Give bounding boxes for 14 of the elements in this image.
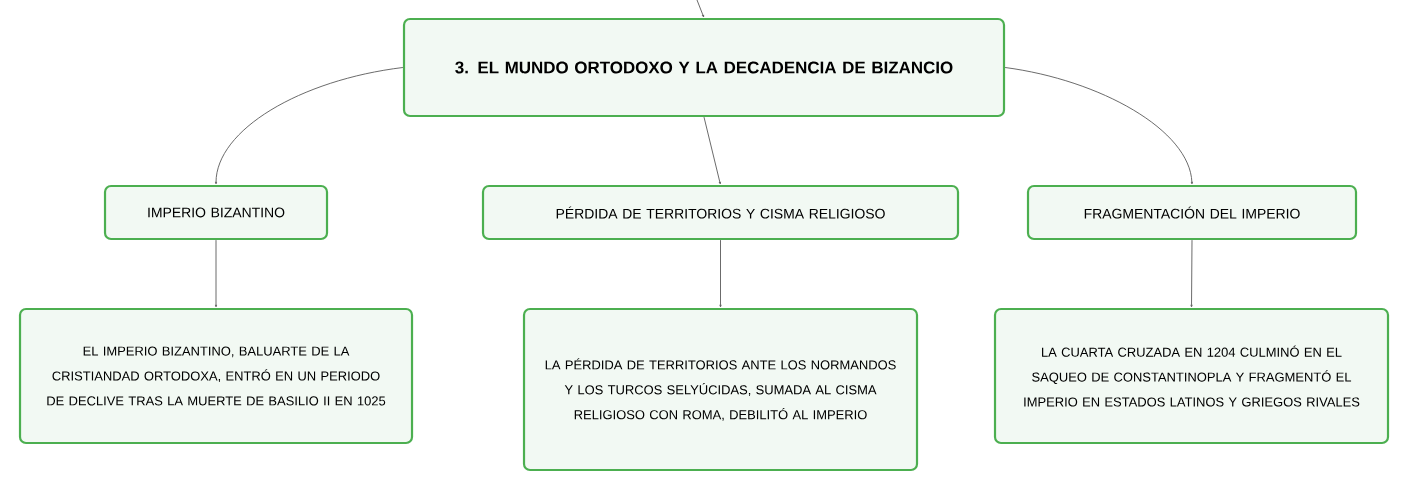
title-box: 3. EL MUNDO ORTODOXO Y LA DECADENCIA DE BIZANCIO: [402, 17, 1006, 118]
arrow: [719, 239, 722, 308]
topic-box: FRAGMENTACIÓN DEL IMPERIO: [1026, 184, 1358, 241]
description-box: LA PÉRDIDA DE TERRITORIOS ANTE LOS NORMANDOS Y LOS TURCOS SELYÚCIDAS, SUMADA AL CISMA RELIGIOSO CON ROMA, DEBILITÓ AL IMPERIO: [522, 307, 919, 472]
description-box: EL IMPERIO BIZANTINO, BALUARTE DE LA CRISTIANDAD ORTODOXA, ENTRÓ EN UN PERIODO DE DECLIVE TRAS LA MUERTE DE BASILIO II EN 1025: [18, 307, 414, 445]
arrow: [214, 67, 404, 185]
arrow: [696, 0, 704, 18]
arrow: [703, 116, 721, 185]
description-box: LA CUARTA CRUZADA EN 1204 CULMINÓ EN EL SAQUEO DE CONSTANTINOPLA Y FRAGMENTÓ EL IMPERIO EN ESTADOS LATINOS Y GRIEGOS RIVALES: [993, 307, 1390, 445]
topic-box: PÉRDIDA DE TERRITORIOS Y CISMA RELIGIOSO: [481, 184, 960, 241]
topic-box: IMPERIO BIZANTINO: [103, 184, 329, 241]
arrow: [1190, 239, 1193, 308]
arrow: [214, 239, 218, 308]
arrow: [1004, 67, 1193, 185]
